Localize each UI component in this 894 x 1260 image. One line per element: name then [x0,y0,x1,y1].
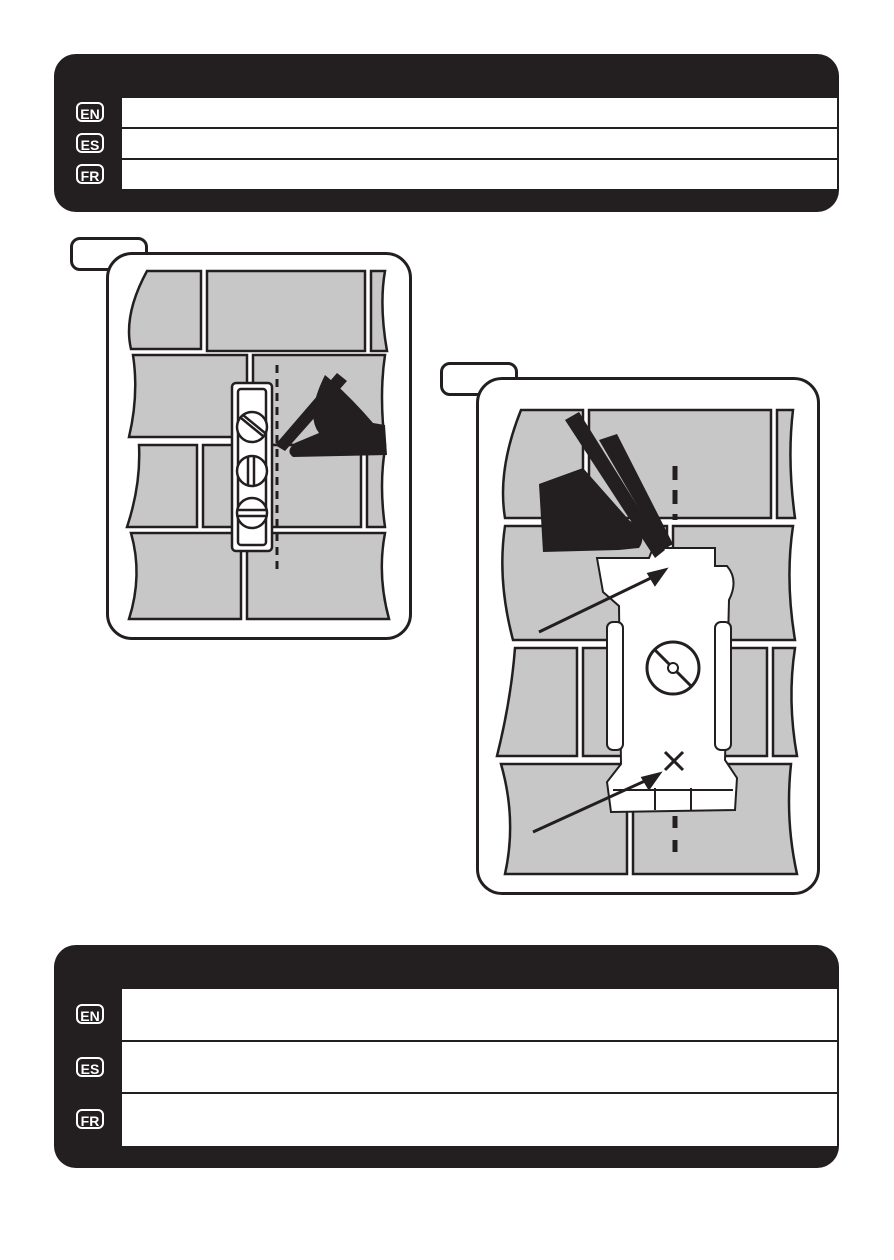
brick [365,447,387,529]
bottom-instruction-table: EN ES FR [54,945,839,1168]
es-badge: ES [76,133,104,153]
top-row-es: ES [54,129,839,158]
en-badge: EN [76,1004,104,1024]
top-row-fr: FR [54,160,839,189]
figure-1-frame [106,252,412,640]
spirit-level [230,381,274,553]
figure-2-illustration [495,408,799,876]
top-row-fr-text [122,160,837,189]
pointer-arrow [532,567,669,834]
top-row-en-text [122,98,837,127]
es-badge: ES [76,1057,104,1077]
top-row-en: EN [54,98,839,127]
brick [775,408,797,520]
brick [127,353,249,439]
bottom-row-en: EN [54,989,839,1040]
figure-2-frame [476,377,820,895]
brick [125,443,199,529]
brick [205,269,367,353]
hand-with-pencil [275,373,387,457]
bottom-row-es: ES [54,1042,839,1092]
brick [201,443,363,529]
fr-badge: FR [76,164,104,184]
en-badge: EN [76,102,104,122]
bottom-row-fr-text [122,1094,837,1146]
brick [127,531,243,621]
top-row-es-text [122,129,837,158]
bottom-row-en-text [122,989,837,1040]
top-instruction-table: EN ES FR [54,54,839,212]
brick [771,646,799,758]
mounting-bracket [595,547,739,814]
bottom-row-fr: FR [54,1094,839,1146]
fr-badge: FR [76,1109,104,1129]
bottom-row-es-text [122,1042,837,1092]
brick [127,269,203,351]
figure-1-illustration [125,269,391,621]
brick [369,269,389,353]
brick [245,531,391,621]
hand-with-pencil [539,412,673,558]
brick [495,646,579,758]
